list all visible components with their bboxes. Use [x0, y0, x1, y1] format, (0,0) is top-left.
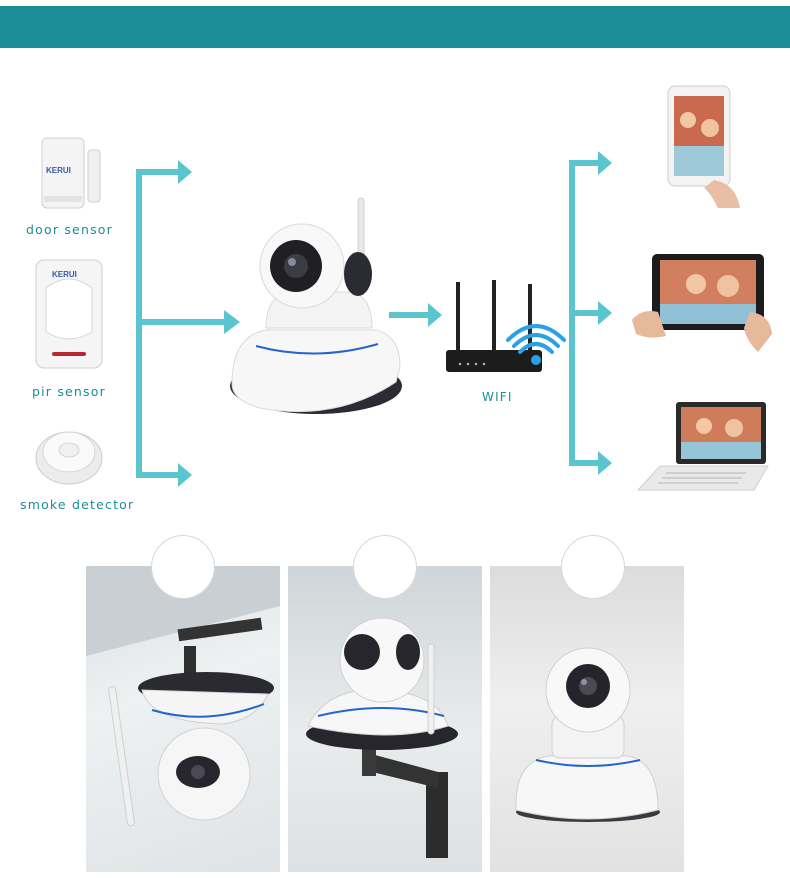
door-sensor-label: door sensor [26, 222, 113, 237]
view-bubble-wall [354, 536, 416, 598]
pir-sensor-image [35, 259, 103, 369]
laptop-image [636, 402, 769, 491]
door-sensor-brand: KERUI [46, 166, 71, 175]
smoke-detector-image [35, 431, 103, 485]
smartphone-image [667, 85, 740, 208]
view-bubble-desktop [562, 536, 624, 598]
header-banner [0, 6, 790, 48]
wall-mount-photo [288, 566, 482, 872]
view-bubble-ceiling [152, 536, 214, 598]
door-sensor-image [41, 137, 101, 209]
pir-sensor-label: pir sensor [32, 384, 106, 399]
router-image [446, 280, 566, 372]
pir-sensor-brand: KERUI [52, 270, 77, 279]
smoke-detector-label: smoke detector [20, 497, 135, 512]
wifi-label: WIFI [482, 390, 513, 404]
ceiling-mount-photo [86, 566, 280, 872]
flow-arrows [136, 151, 612, 487]
tablet-image [632, 254, 772, 352]
ip-camera-image [230, 197, 402, 414]
desktop-photo [490, 566, 684, 872]
